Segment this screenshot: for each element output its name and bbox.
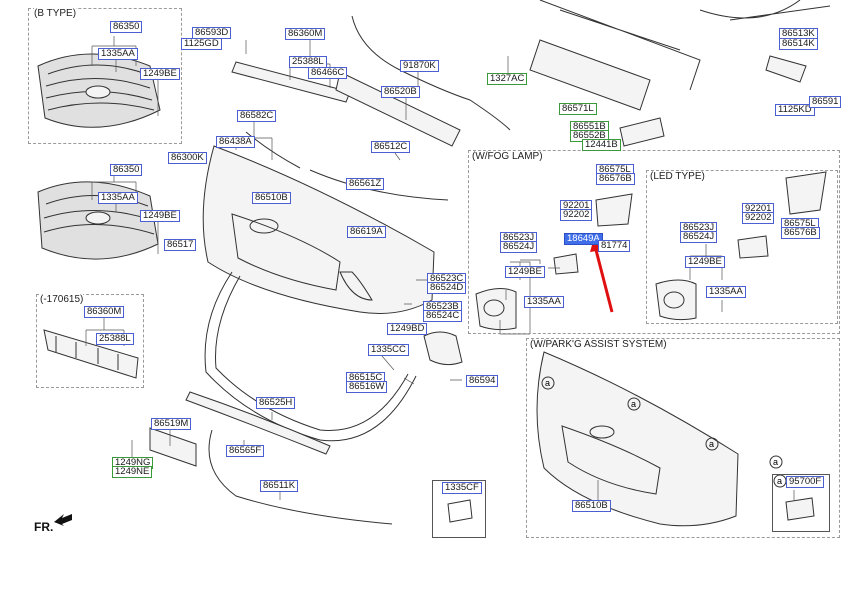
marker-a-4: a: [773, 457, 778, 467]
part-label-92202-led[interactable]: 92202: [742, 212, 775, 224]
part-label-1335aa[interactable]: 1335AA: [98, 192, 138, 204]
part-label-86300k[interactable]: 86300K: [168, 152, 207, 164]
part-label-86591[interactable]: 86591: [809, 96, 842, 108]
section-led-type-title: (LED TYPE): [650, 171, 705, 182]
part-label-1335aa-fog[interactable]: 1335AA: [524, 296, 564, 308]
part-label-86519m[interactable]: 86519M: [151, 418, 192, 430]
section-parking-assist-title: (W/PARK'G ASSIST SYSTEM): [530, 339, 667, 350]
part-label-86520b[interactable]: 86520B: [381, 86, 420, 98]
part-label-1249be-fog[interactable]: 1249BE: [505, 266, 545, 278]
part-label-86512c[interactable]: 86512C: [371, 141, 411, 153]
part-label-92202-fog[interactable]: 92202: [560, 209, 593, 221]
grille-170615-drawing: [43, 329, 139, 379]
part-label-86510b[interactable]: 86510B: [252, 192, 291, 204]
part-label-1335aa-led[interactable]: 1335AA: [706, 286, 746, 298]
part-label-1249be-b-type[interactable]: 1249BE: [140, 68, 180, 80]
part-label-1335cc[interactable]: 1335CC: [368, 344, 409, 356]
part-label-86514k[interactable]: 86514K: [779, 38, 818, 50]
front-direction-label: FR.: [34, 520, 54, 534]
part-label-25388l-top[interactable]: 25388L: [289, 56, 327, 68]
section-parking-assist: [526, 338, 840, 538]
leader-lines: [85, 36, 795, 500]
part-label-86350[interactable]: 86350: [110, 164, 143, 176]
part-label-86466c[interactable]: 86466C: [308, 67, 348, 79]
part-label-86511k[interactable]: 86511K: [260, 480, 299, 492]
part-label-86524d[interactable]: 86524D: [427, 282, 467, 294]
part-label-86350-b-type[interactable]: 86350: [110, 21, 143, 33]
part-label-86525h[interactable]: 86525H: [256, 397, 296, 409]
part-label-86561z[interactable]: 86561Z: [346, 178, 385, 190]
part-label-86516w[interactable]: 86516W: [346, 381, 388, 393]
sensor-inset-box: [772, 474, 830, 532]
part-label-86360m[interactable]: 86360M: [84, 306, 125, 318]
part-label-86438a[interactable]: 86438A: [216, 136, 255, 148]
front-bumper-drawing: [202, 131, 463, 366]
clip-inset-box: [432, 480, 486, 538]
marker-a-2: a: [631, 399, 636, 409]
parking-bumper-drawing: [447, 351, 815, 527]
part-label-1335aa-b-type[interactable]: 1335AA: [98, 48, 138, 60]
circle-markers: a a a a a: [545, 378, 782, 486]
marker-a-1: a: [545, 378, 550, 388]
section-b-type: [28, 8, 182, 144]
marker-a-5: a: [777, 476, 782, 486]
part-label-1249be-led[interactable]: 1249BE: [685, 256, 725, 268]
part-label-25388l[interactable]: 25388L: [96, 333, 134, 345]
section-fog-lamp-title: (W/FOG LAMP): [472, 151, 543, 162]
part-label-91870k[interactable]: 91870K: [400, 60, 439, 72]
part-label-1249be[interactable]: 1249BE: [140, 210, 180, 222]
part-label-1335cf[interactable]: 1335CF: [442, 482, 482, 494]
part-label-86576b-led[interactable]: 86576B: [781, 227, 820, 239]
part-label-18649a-highlighted[interactable]: 18649A: [564, 233, 603, 245]
section-fog-lamp: [468, 150, 840, 334]
section-led-type: [646, 170, 838, 324]
part-label-12441b[interactable]: 12441B: [582, 139, 621, 151]
upper-brackets-drawing: [231, 0, 831, 147]
part-label-86510b-parking[interactable]: 86510B: [572, 500, 611, 512]
part-label-86594[interactable]: 86594: [466, 375, 499, 387]
part-label-1249bd[interactable]: 1249BD: [387, 323, 428, 335]
part-label-86360m-top[interactable]: 86360M: [285, 28, 326, 40]
marker-a-3: a: [709, 439, 714, 449]
part-label-86571l[interactable]: 86571L: [559, 103, 597, 115]
part-label-1249ne[interactable]: 1249NE: [112, 466, 153, 478]
part-label-86582c[interactable]: 86582C: [237, 110, 277, 122]
part-label-81774[interactable]: 81774: [598, 240, 631, 252]
part-label-86524j-led[interactable]: 86524J: [680, 231, 718, 243]
part-label-86565f[interactable]: 86565F: [226, 445, 265, 457]
part-label-86619a[interactable]: 86619A: [347, 226, 386, 238]
part-label-1125kd[interactable]: 1125KD: [775, 104, 815, 116]
section-b-type-title: (B TYPE): [34, 8, 77, 19]
part-label-86576b-fog[interactable]: 86576B: [596, 173, 635, 185]
part-label-95700f[interactable]: 95700F: [786, 476, 825, 488]
part-label-86524j-fog[interactable]: 86524J: [500, 241, 538, 253]
front-direction-arrow: [54, 514, 72, 526]
section-170615-title: (-170615): [40, 294, 84, 305]
part-label-1125gd[interactable]: 1125GD: [181, 38, 222, 50]
part-label-1327ac[interactable]: 1327AC: [487, 73, 528, 85]
part-label-86524c[interactable]: 86524C: [423, 310, 463, 322]
part-label-86517[interactable]: 86517: [164, 239, 197, 251]
grille-b-type-drawing: [37, 53, 161, 128]
section-170615: [36, 294, 144, 388]
